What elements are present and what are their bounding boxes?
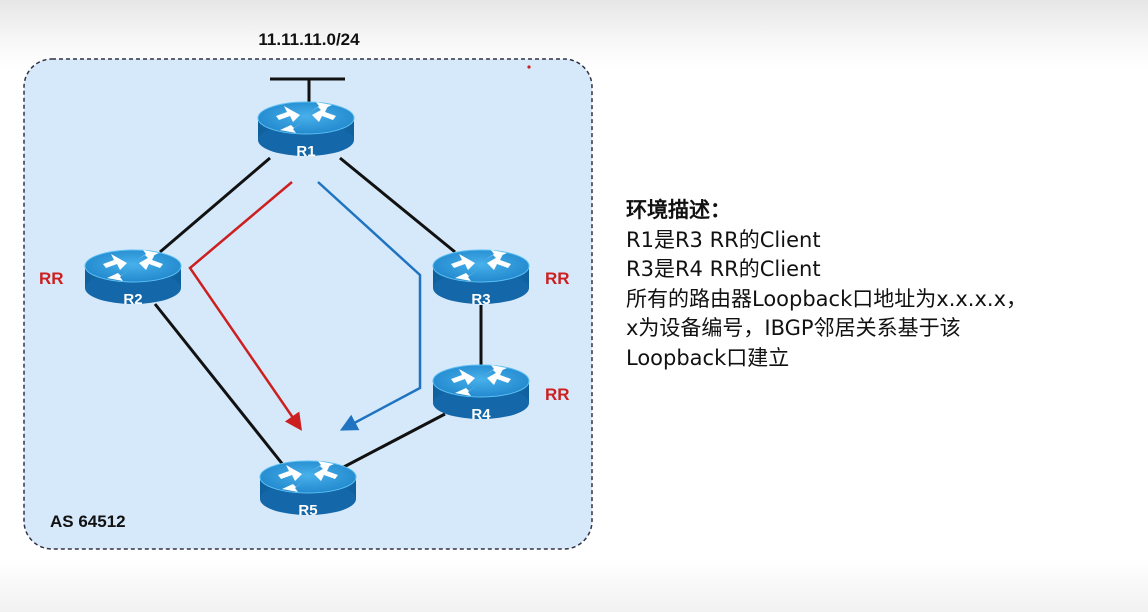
subnet-label: 11.11.11.0/24 (258, 30, 360, 49)
router-r5: R5 (259, 460, 357, 519)
environment-description: 环境描述： R1是R3 RR的Client R3是R4 RR的Client 所有… (626, 196, 1141, 373)
router-r2: R2 (84, 249, 182, 308)
r3-rr-label: RR (545, 269, 570, 288)
description-line-3: 所有的路由器Loopback口地址为x.x.x.x， (626, 286, 1027, 311)
router-r5-label: R5 (298, 502, 317, 519)
description-line-5: Loopback口建立 (626, 345, 790, 370)
link-r2-r5 (153, 303, 286, 467)
router-r3-label: R3 (471, 291, 490, 308)
red-path-arrow (188, 181, 302, 431)
blue-path-arrow (317, 181, 422, 431)
as-label: AS 64512 (50, 512, 126, 531)
r2-rr-label: RR (39, 269, 64, 288)
link-r1-r2 (159, 156, 271, 254)
r4-rr-label: RR (545, 385, 570, 404)
as-boundary (23, 58, 593, 550)
description-line-4: x为设备编号，IBGP邻居关系基于该 (626, 316, 961, 340)
router-r4: R4 (432, 364, 530, 423)
link-r4-r5 (337, 412, 446, 472)
description-title: 环境描述： (626, 198, 731, 222)
link-r1-r3 (339, 156, 456, 254)
router-r2-label: R2 (123, 291, 142, 308)
router-r1: R1 (257, 101, 355, 160)
stray-dot (527, 65, 531, 69)
router-r3: R3 (432, 249, 530, 308)
description-line-2: R3是R4 RR的Client (626, 257, 821, 281)
router-r4-label: R4 (471, 406, 491, 423)
router-r1-label: R1 (296, 143, 315, 160)
description-line-1: R1是R3 RR的Client (626, 227, 821, 252)
